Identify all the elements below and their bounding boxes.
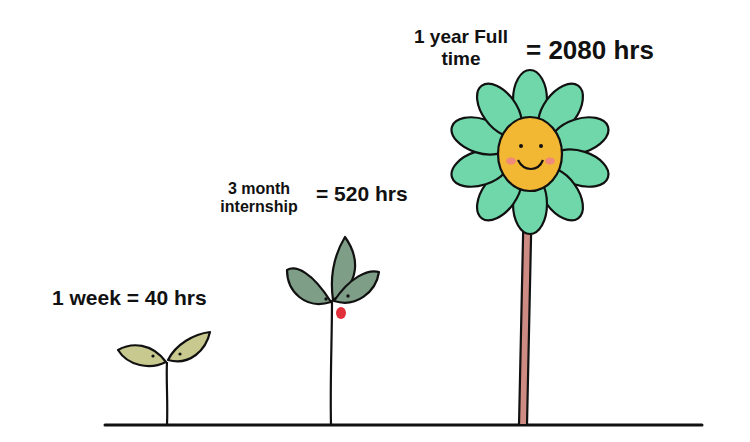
sprout (118, 332, 210, 425)
young-plant (287, 237, 379, 425)
sunflower (447, 70, 613, 425)
duration-label: = 2080 hrs (526, 36, 654, 66)
ground-line (105, 424, 702, 427)
duration-label: = 520 hrs (316, 182, 408, 206)
duration-label: 1 year Full time (405, 26, 517, 70)
duration-label: 1 week = 40 hrs (52, 286, 207, 310)
duration-label: 3 month internship (205, 180, 313, 217)
